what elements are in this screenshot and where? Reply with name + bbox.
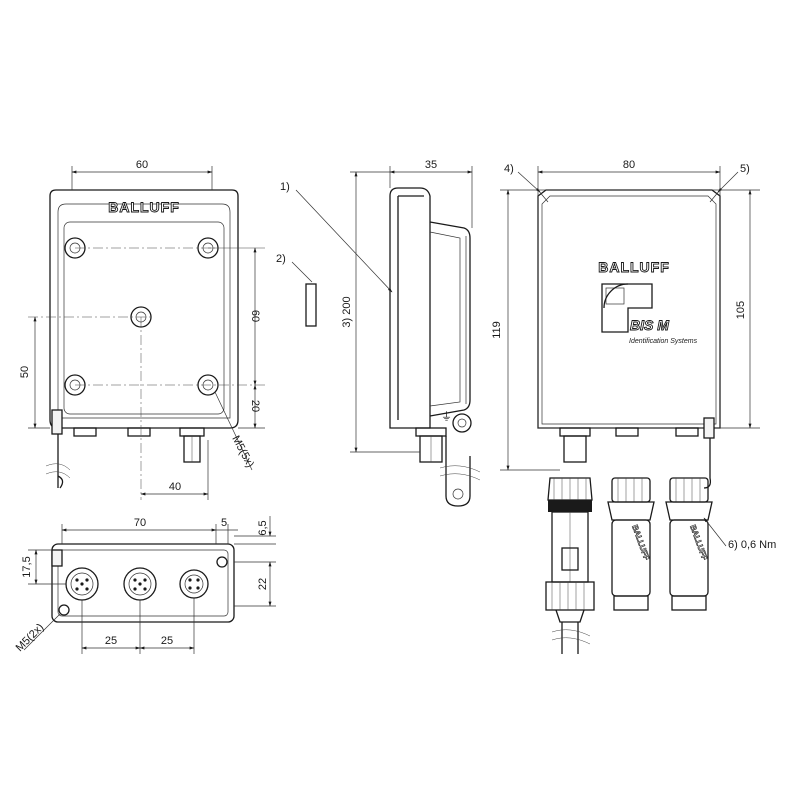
balluff-logo-plug-1: BALLUFF bbox=[630, 524, 651, 562]
bottom-view: 70 5 6,5 22 17,5 25 25 M5(2x) bbox=[14, 516, 276, 654]
svg-text:BALLUFF: BALLUFF bbox=[108, 199, 180, 215]
callout-4: 4) bbox=[504, 163, 514, 175]
dim-back-height-right: 105 bbox=[735, 301, 747, 319]
dim-front-bottom-offset: 20 bbox=[249, 400, 261, 412]
dim-bottom-spacing-2: 25 bbox=[161, 635, 173, 647]
balluff-logo-plug-2: BALLUFF bbox=[688, 524, 709, 562]
dim-front-bottom-width: 40 bbox=[169, 481, 181, 493]
product-name: BIS M bbox=[630, 317, 669, 333]
dim-side-depth: 35 bbox=[425, 159, 437, 171]
dim-bottom-height-22: 22 bbox=[257, 578, 269, 590]
dim-back-height-left: 119 bbox=[491, 321, 503, 339]
port-m12-1 bbox=[65, 567, 99, 601]
callout-2: 2) bbox=[276, 253, 286, 265]
dim-bottom-width: 70 bbox=[134, 517, 146, 529]
callout-5: 5) bbox=[740, 163, 750, 175]
side-view: ⏚ 35 3) 200 1) 2) bbox=[276, 159, 481, 507]
front-view: BALLUFF 60 60 20 50 bbox=[19, 159, 265, 500]
back-view: BALLUFF BIS M Identification Systems 80 … bbox=[491, 159, 776, 654]
dim-bottom-offset-6-5: 6,5 bbox=[257, 520, 269, 535]
front-hole-label: M5(5x) bbox=[229, 434, 256, 470]
dim-bottom-height-17-5: 17,5 bbox=[21, 556, 33, 577]
dim-bottom-offset-5: 5 bbox=[221, 517, 227, 529]
balluff-logo-front: BALLUFF bbox=[108, 199, 180, 216]
connector-cable bbox=[545, 477, 595, 654]
dim-side-height: 3) 200 bbox=[341, 296, 353, 327]
balluff-logo-back: BALLUFF bbox=[598, 259, 670, 276]
product-subtitle: Identification Systems bbox=[629, 338, 698, 345]
bis-logo-mark bbox=[601, 283, 653, 333]
dim-front-width: 60 bbox=[136, 159, 148, 171]
dim-bottom-spacing-1: 25 bbox=[105, 635, 117, 647]
svg-text:BALLUFF: BALLUFF bbox=[598, 259, 670, 275]
dim-back-width: 80 bbox=[623, 159, 635, 171]
connector-plug-1: BALLUFF bbox=[607, 477, 655, 611]
port-m8 bbox=[179, 569, 209, 599]
callout-6: 6) 0,6 Nm bbox=[728, 539, 776, 551]
port-m12-2 bbox=[123, 567, 157, 601]
bottom-hole-label: M5(2x) bbox=[14, 621, 47, 654]
dim-front-left-height: 50 bbox=[19, 366, 31, 378]
callout-1: 1) bbox=[280, 181, 290, 193]
svg-text:⏚: ⏚ bbox=[441, 410, 452, 423]
dim-front-hole-height: 60 bbox=[249, 310, 261, 322]
connector-plug-2: BALLUFF bbox=[665, 477, 713, 611]
